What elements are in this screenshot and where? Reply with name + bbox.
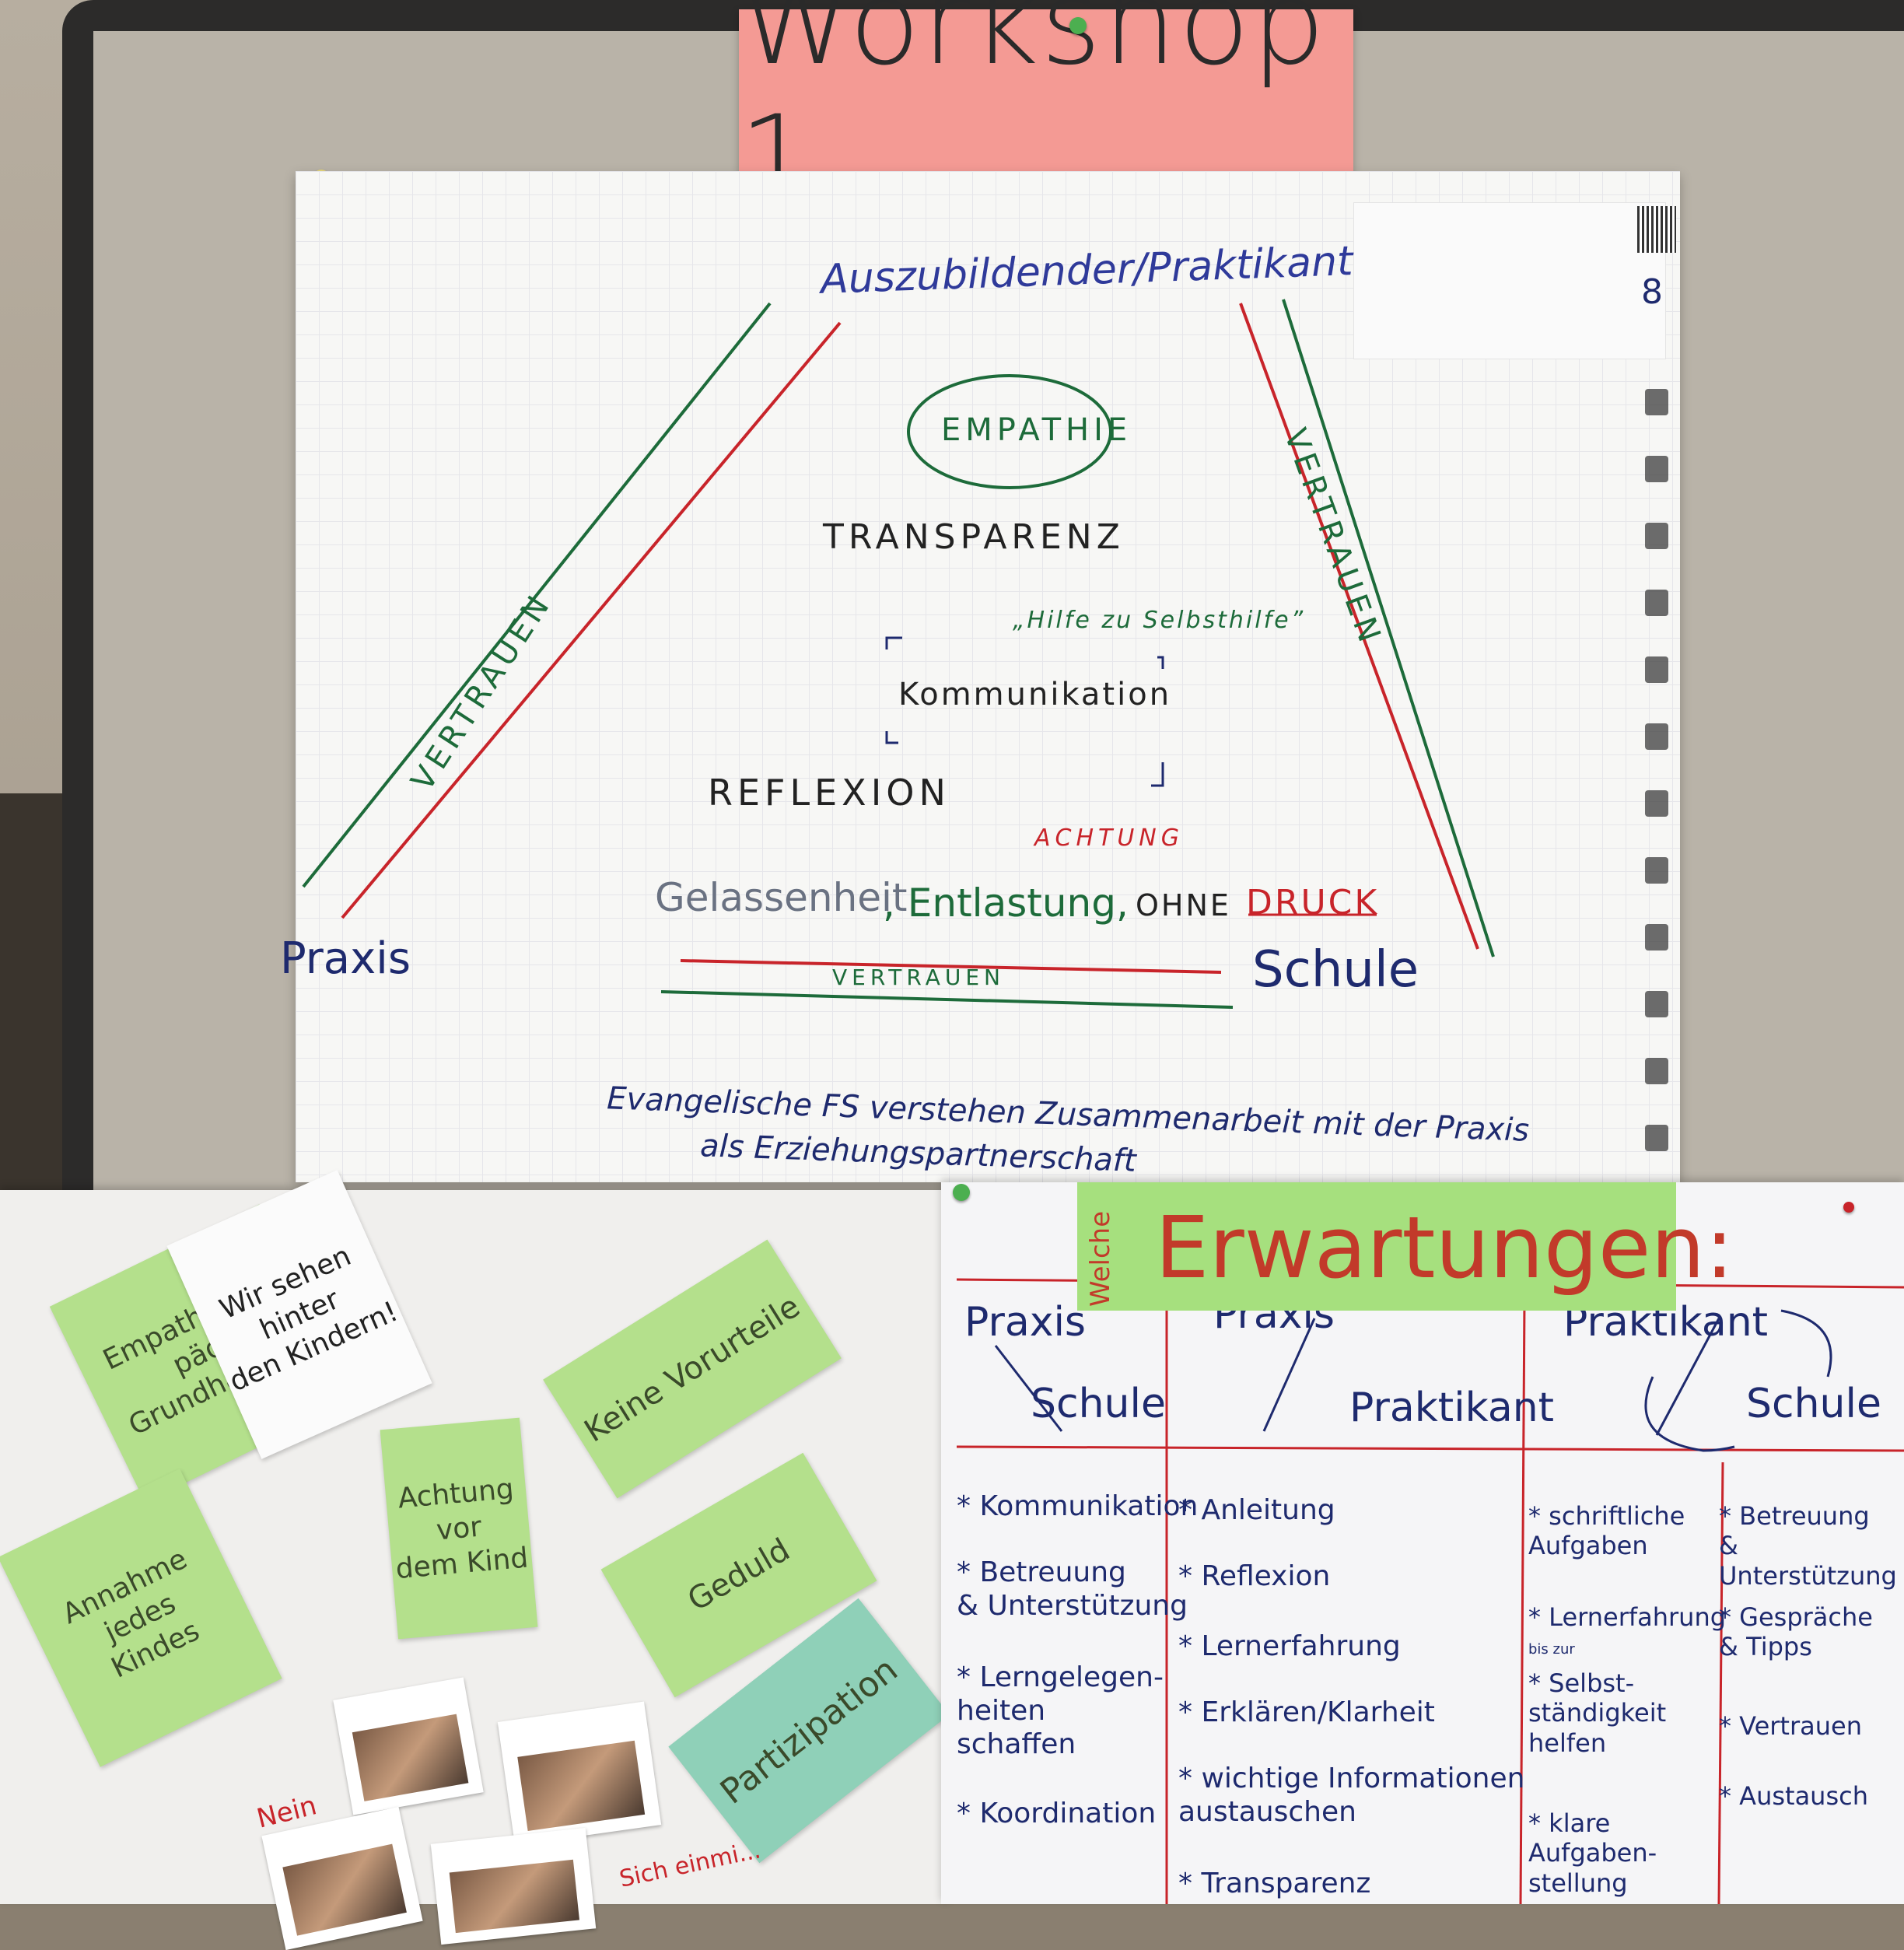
- flipchart-sheet: 8 Auszubildender/Praktikant EMPATHIE TRA…: [280, 171, 1680, 1182]
- brand-logo-icon: [1645, 1125, 1668, 1151]
- col2-item: * Anleitung: [1178, 1494, 1335, 1526]
- photo-label-sich-einmi: Sich einmi...: [617, 1836, 764, 1893]
- label-ohne: OHNE: [1136, 888, 1231, 922]
- brand-logo-icon: [1645, 790, 1668, 817]
- red-left-line: [341, 321, 842, 919]
- col1-item: * Koordination: [957, 1798, 1157, 1829]
- col1-bottom: Schule: [1031, 1381, 1166, 1427]
- col2-item: * Transparenz: [1178, 1868, 1371, 1899]
- bracket-bottom-right: [1151, 762, 1164, 787]
- col2-item: * wichtige Informationen austauschen: [1178, 1763, 1525, 1829]
- flipchart-drawing: [302, 299, 1495, 1009]
- col4-item: * Vertrauen: [1719, 1711, 1862, 1741]
- green-left-line: [302, 302, 772, 888]
- sticky-achtung: Achtung vor dem Kind: [380, 1417, 538, 1640]
- expectations-title: Erwartungen:: [1155, 1198, 1734, 1297]
- bracket-bottom-left: [885, 731, 898, 744]
- photo-card: [497, 1701, 662, 1846]
- barcode-icon: [1637, 206, 1676, 253]
- bracket-top-right: [1157, 656, 1164, 669]
- brand-logo-icon: [1645, 857, 1668, 884]
- col4-item: * Gespräche & Tipps: [1719, 1602, 1873, 1662]
- page-number: 8: [1641, 272, 1663, 312]
- label-druck: DRUCK: [1246, 883, 1380, 922]
- red-bottom-line: [680, 959, 1222, 974]
- col2-item: * Reflexion: [1178, 1560, 1331, 1592]
- label-praxis: Praxis: [280, 933, 411, 984]
- col4-item: * Austausch: [1719, 1781, 1868, 1811]
- col1-item: * Betreuung & Unterstützung: [957, 1556, 1188, 1623]
- label-achtung: ACHTUNG: [1034, 824, 1184, 852]
- brand-logo-icon: [1645, 991, 1668, 1017]
- col3-item: bis zur: [1528, 1641, 1575, 1658]
- label-reflexion: REFLEXION: [708, 772, 950, 814]
- brand-logo-icon: [1645, 1058, 1668, 1084]
- label-vertrauen-bottom: VERTRAUEN: [832, 964, 1005, 990]
- bracket-top-left: [885, 636, 902, 649]
- title-text: Workshop 1: [739, 0, 1328, 226]
- brand-logo-icon: [1645, 656, 1668, 683]
- col2-item: * Erklären/Klarheit: [1178, 1696, 1435, 1728]
- pin-icon: [1843, 1202, 1854, 1213]
- col2-item: * Lernerfahrung: [1178, 1630, 1401, 1662]
- col4-item: * Betreuung & Unterstützung: [1719, 1501, 1897, 1591]
- col2-bottom: Praktikant: [1349, 1385, 1555, 1431]
- label-empathie: EMPATHIE: [941, 412, 1132, 448]
- pin-icon: [953, 1184, 970, 1201]
- empathy-ellipse: [907, 374, 1112, 489]
- label-entlastung: , Entlastung,: [883, 880, 1129, 926]
- col1-top: Praxis: [964, 1299, 1086, 1346]
- label-schule: Schule: [1252, 941, 1419, 999]
- red-right-line: [1239, 303, 1479, 950]
- brand-logo-strip: [1645, 389, 1676, 1151]
- label-gelassenheit: Gelassenheit: [655, 875, 908, 920]
- sticky-annahme: Annahme jedes Kindes: [0, 1469, 282, 1767]
- col3-bottom: Schule: [1746, 1381, 1881, 1427]
- label-transparenz: TRANSPARENZ: [823, 517, 1125, 557]
- expectations-title-card: Erwartungen:: [1077, 1182, 1734, 1311]
- photo-card: [430, 1827, 597, 1945]
- sticky-blank-note: [1353, 202, 1666, 359]
- green-bottom-line: [660, 990, 1234, 1009]
- brand-logo-icon: [1645, 924, 1668, 950]
- col3-item: * Selbst- ständigkeit helfen: [1528, 1668, 1667, 1758]
- pin-icon: [1069, 17, 1087, 34]
- label-kommunikation: Kommunikation: [898, 677, 1172, 712]
- col1-item: * Lerngelegen- heiten schaffen: [957, 1661, 1164, 1761]
- col3-item: * klare Aufgaben- stellung: [1528, 1808, 1657, 1898]
- brand-logo-icon: [1645, 523, 1668, 549]
- label-hilfe: „Hilfe zu Selbsthilfe”: [1013, 607, 1306, 634]
- title-card: Workshop 1: [739, 0, 1353, 226]
- brand-logo-icon: [1645, 590, 1668, 616]
- expectations-prefix: Welche: [1085, 1210, 1116, 1307]
- col3-item: * Lernerfahrung: [1528, 1602, 1727, 1632]
- brand-logo-icon: [1645, 389, 1668, 415]
- col1-item: * Kommunikation: [957, 1490, 1199, 1522]
- green-right-line: [1282, 299, 1495, 957]
- photo-card: [333, 1677, 484, 1815]
- values-sheet: Empathie als päd. Grundhaltung Wir sehen…: [0, 1170, 950, 1950]
- col3-item: * schriftliche Aufgaben: [1528, 1501, 1685, 1561]
- brand-logo-icon: [1645, 456, 1668, 482]
- brand-logo-icon: [1645, 723, 1668, 750]
